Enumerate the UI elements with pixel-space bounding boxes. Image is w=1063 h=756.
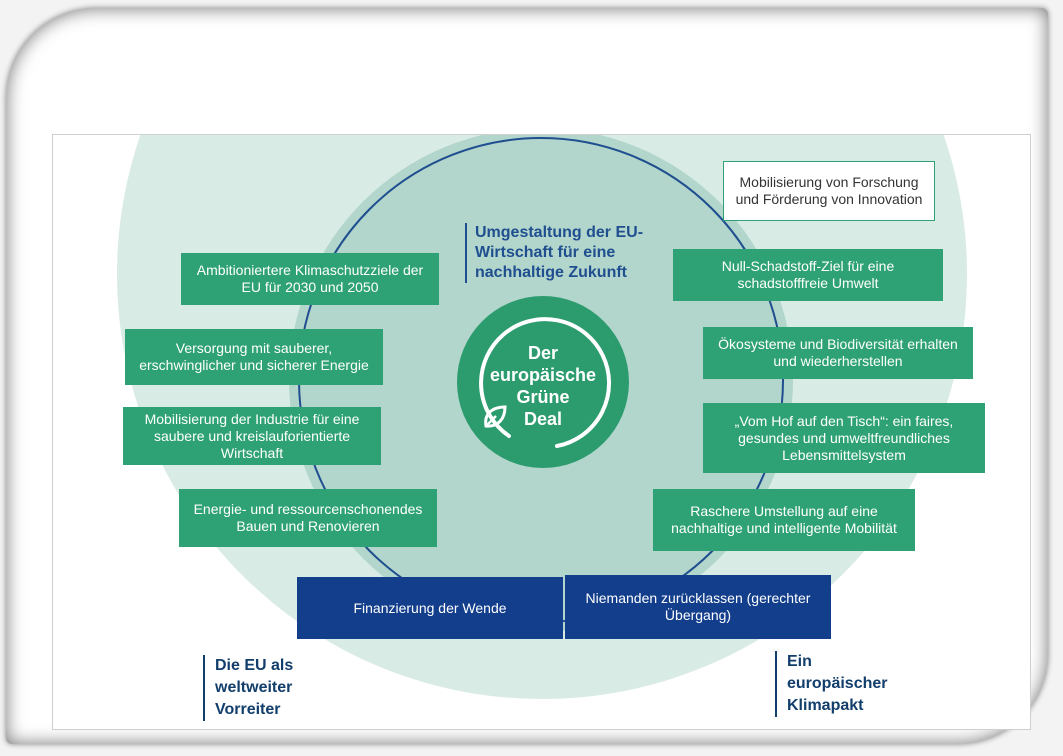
label-climate-pact: Ein europäischer Klimapakt — [775, 651, 887, 717]
label-climate-pact-line1: Ein — [787, 653, 812, 670]
center-title: Der europäische Grüne Deal — [457, 342, 629, 430]
label-climate-pact-line3: Klimapakt — [787, 697, 864, 714]
center-title-line3: Grüne — [516, 387, 570, 407]
box-research-innovation: Mobilisierung von Forschung und Förderun… — [723, 161, 935, 221]
leaf-icon — [484, 405, 507, 428]
center-ring — [479, 317, 612, 448]
box-financing: Finanzierung der Wende — [297, 577, 563, 639]
box-clean-energy: Versorgung mit sauberer, erschwinglicher… — [125, 329, 383, 385]
label-global-leader: Die EU als weltweiter Vorreiter — [203, 655, 293, 721]
label-climate-pact-line2: europäischer — [787, 675, 888, 692]
box-mobility: Raschere Umstellung auf eine nachhaltige… — [653, 489, 915, 551]
label-global-leader-line1: Die EU als — [215, 657, 294, 674]
center-title-line4: Deal — [523, 409, 563, 429]
diagram-frame: Der europäische Grüne Deal Umgestaltung … — [52, 134, 1031, 730]
box-ecosystems: Ökosysteme und Biodiversität erhalten un… — [703, 327, 973, 379]
box-building-renovation: Energie- und ressourcenschonendes Bauen … — [179, 489, 437, 547]
green-deal-badge: Der europäische Grüne Deal — [457, 296, 629, 468]
box-industry: Mobilisierung der Industrie für eine sau… — [123, 407, 381, 465]
label-global-leader-line3: Vorreiter — [215, 701, 281, 718]
label-global-leader-line2: weltweiter — [215, 679, 293, 696]
center-title-line1: Der — [527, 343, 558, 363]
center-title-line2: europäische — [489, 365, 597, 385]
outer-card: Der europäische Grüne Deal Umgestaltung … — [6, 8, 1048, 744]
box-farm-to-fork: „Vom Hof auf den Tisch“: ein faires, ges… — [703, 403, 985, 473]
heading-transformation: Umgestaltung der EU-Wirtschaft für eine … — [465, 223, 675, 283]
box-zero-pollution: Null-Schadstoff-Ziel für eine schadstoff… — [673, 249, 943, 301]
box-climate-targets: Ambitioniertere Klimaschutzziele der EU … — [181, 253, 439, 305]
box-just-transition: Niemanden zurücklassen (gerechter Überga… — [565, 575, 831, 639]
